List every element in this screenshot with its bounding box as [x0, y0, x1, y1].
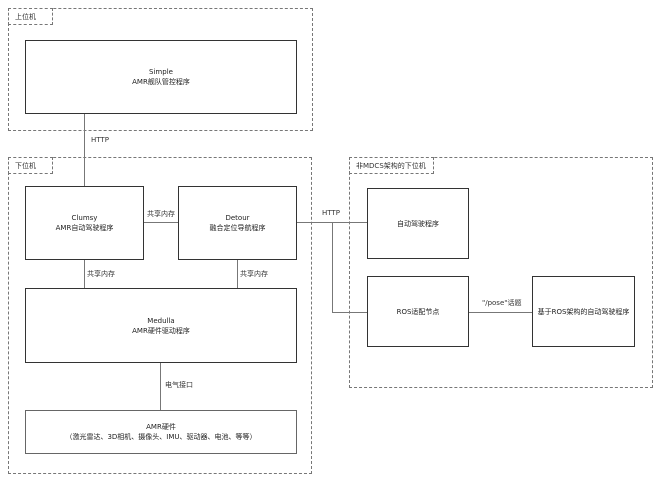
- edge-clumsy-detour: [143, 222, 178, 223]
- edge-label-detour-medulla: 共享内存: [240, 270, 268, 278]
- edge-label-clumsy-detour: 共享内存: [147, 210, 175, 218]
- node-simple-subtitle: AMR舰队管控程序: [132, 78, 190, 86]
- edge-label-clumsy-medulla: 共享内存: [87, 270, 115, 278]
- lower-computer-group-label: 下位机: [8, 157, 53, 174]
- node-detour: Detour 融合定位导航程序: [178, 186, 297, 260]
- edge-detour-ros-branch: [332, 222, 333, 312]
- node-detour-subtitle: 融合定位导航程序: [209, 224, 266, 232]
- non-mdcs-group-label: 非MDCS架构的下位机: [349, 157, 434, 174]
- node-ros-autodrive-title: 基于ROS架构的自动驾驶程序: [537, 307, 630, 316]
- node-ros-adapter-title: ROS适配节点: [396, 307, 440, 316]
- node-ros-autodrive: 基于ROS架构的自动驾驶程序: [532, 276, 635, 347]
- node-simple: Simple AMR舰队管控程序: [25, 40, 297, 114]
- node-detour-title: Detour: [225, 214, 250, 222]
- edge-label-http-external: HTTP: [322, 209, 340, 217]
- edge-detour-autodrive: [296, 222, 367, 223]
- lower-computer-group: [8, 157, 312, 474]
- node-autodrive: 自动驾驶程序: [367, 188, 469, 259]
- edge-label-electrical: 电气接口: [165, 381, 193, 389]
- node-simple-title: Simple: [149, 68, 173, 76]
- node-autodrive-title: 自动驾驶程序: [397, 219, 439, 228]
- node-hardware-subtitle: （激光雷达、3D相机、摄像头、IMU、驱动器、电池、等等）: [65, 433, 257, 441]
- node-clumsy-subtitle: AMR自动驾驶程序: [55, 224, 114, 232]
- node-medulla-title: Medulla: [147, 316, 175, 325]
- edge-label-http-upper: HTTP: [91, 136, 109, 144]
- node-medulla: Medulla AMR硬件驱动程序: [25, 288, 297, 363]
- node-hardware-title: AMR硬件: [146, 423, 176, 431]
- edge-detour-medulla: [237, 259, 238, 288]
- edge-label-pose-topic: "/pose"话题: [482, 299, 522, 307]
- non-mdcs-group: [349, 157, 653, 388]
- node-clumsy-title: Clumsy: [71, 214, 98, 222]
- node-hardware: AMR硬件 （激光雷达、3D相机、摄像头、IMU、驱动器、电池、等等）: [25, 410, 297, 454]
- node-medulla-subtitle: AMR硬件驱动程序: [132, 326, 190, 335]
- edge-simple-clumsy: [84, 113, 85, 186]
- edge-medulla-hardware: [160, 362, 161, 410]
- edge-ros-topic: [468, 312, 532, 313]
- node-clumsy: Clumsy AMR自动驾驶程序: [25, 186, 144, 260]
- upper-computer-group: [8, 8, 313, 131]
- edge-branch-ros-adapter: [332, 312, 367, 313]
- upper-computer-group-label: 上位机: [8, 8, 53, 25]
- node-ros-adapter: ROS适配节点: [367, 276, 469, 347]
- edge-clumsy-medulla: [84, 259, 85, 288]
